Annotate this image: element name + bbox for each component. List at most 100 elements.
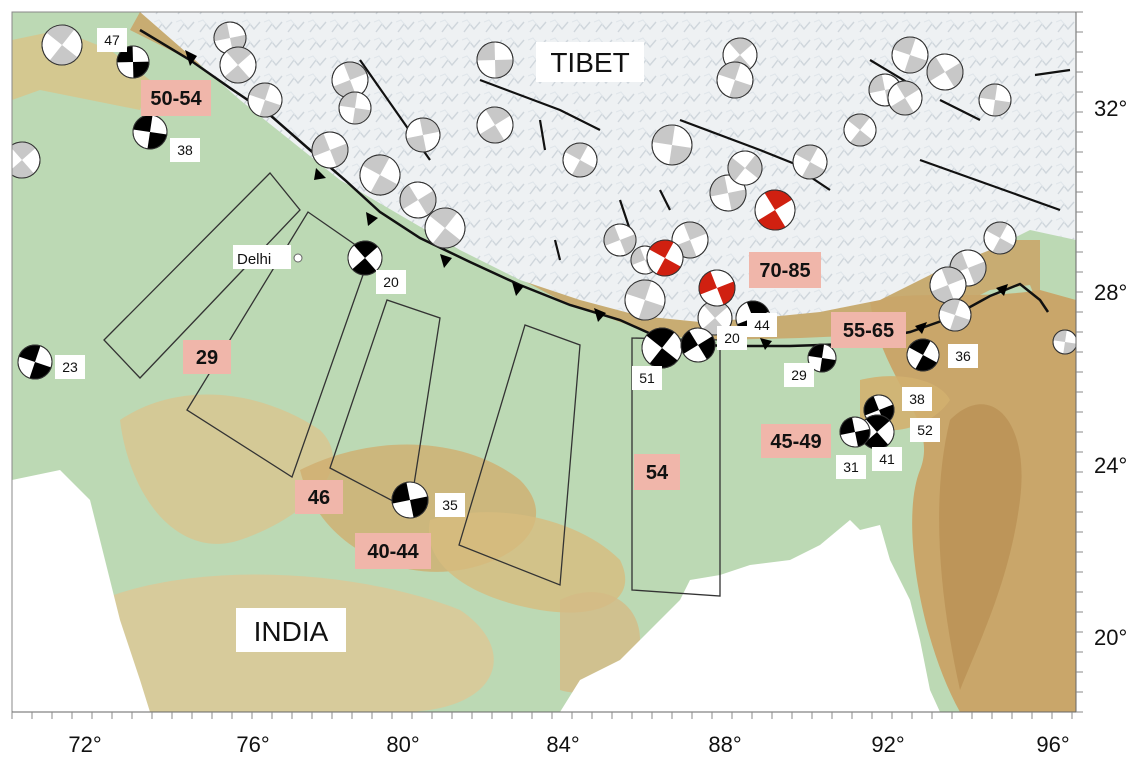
latitude-tick-label: 20° — [1094, 625, 1127, 650]
focal-mechanism-icon — [399, 181, 437, 219]
depth-label-box — [872, 447, 902, 471]
longitude-tick-label: 72° — [68, 732, 101, 757]
focal-mechanism-icon — [727, 150, 763, 186]
depth-label-box — [902, 387, 932, 411]
focal-mechanism-icon — [132, 114, 168, 150]
depth-label: 51 — [639, 370, 655, 386]
longitude-axis: 72°76°80°84°88°92°96° — [11, 711, 1076, 757]
focal-mechanism-icon — [926, 53, 964, 91]
focal-mechanism-icon — [709, 174, 747, 212]
focal-mechanism-icon — [603, 223, 637, 257]
focal-mechanism-icon — [12, 141, 41, 179]
depth-label-box — [97, 28, 127, 52]
latitude-axis: 32° 28° 24° 20° — [1075, 11, 1127, 713]
depth-label-box — [55, 355, 85, 379]
focal-mechanism-icon — [716, 61, 754, 99]
thrust-triangle-icon — [185, 50, 1008, 350]
depth-label: 41 — [879, 451, 895, 467]
zone-label: 45-49 — [770, 431, 821, 453]
focal-mechanism-icon — [116, 45, 150, 79]
depth-label-box — [747, 313, 777, 337]
focal-mechanism-icon — [219, 46, 257, 84]
focal-mechanism-icon — [359, 154, 401, 196]
focal-mechanism-icon — [476, 106, 514, 144]
depth-label-box — [836, 455, 866, 479]
focal-mechanism-icon — [906, 338, 940, 372]
longitude-tick-label: 76° — [236, 732, 269, 757]
zone-label-box — [749, 252, 821, 288]
focal-mechanism-icon — [405, 117, 441, 153]
depth-label-box — [435, 493, 465, 517]
zone-label: 50-54 — [150, 88, 202, 110]
focal-mechanism-icon — [698, 269, 736, 307]
zone-label-box — [355, 533, 431, 569]
zone-label-box — [761, 424, 831, 458]
zone-label-box — [141, 80, 211, 116]
latitude-tick-label: 28° — [1094, 280, 1127, 305]
zone-label-box — [183, 340, 231, 374]
latitude-tick-label: 24° — [1094, 453, 1127, 478]
focal-mechanism-icon — [247, 82, 283, 118]
depth-label: 20 — [724, 330, 740, 346]
depth-label-box — [910, 418, 940, 442]
focal-mechanism-icon — [213, 21, 247, 55]
focal-mechanism-icon — [891, 36, 929, 74]
focal-mechanism-icon — [651, 124, 693, 166]
longitude-tick-label: 96° — [1036, 732, 1069, 757]
label-delhi: Delhi — [237, 251, 271, 268]
region-labels: TIBET INDIA Delhi — [236, 42, 644, 652]
focal-mechanism-icon — [338, 91, 372, 125]
depth-label: 44 — [754, 317, 770, 333]
focal-mechanism-icon — [641, 327, 683, 369]
focal-mechanism-icon — [792, 144, 828, 180]
label-tibet: TIBET — [550, 47, 629, 78]
zone-label-box — [634, 454, 680, 490]
map-area — [12, 12, 1076, 712]
latitude-tick-label: 32° — [1094, 96, 1127, 121]
focal-mechanism-icon — [807, 343, 837, 373]
focal-mechanism-icon — [938, 298, 972, 332]
zone-label-box — [831, 312, 906, 348]
focal-mechanism-icon — [41, 24, 83, 66]
depth-label: 35 — [442, 497, 458, 513]
zone-label: 29 — [196, 347, 218, 369]
depth-label-box — [170, 138, 200, 162]
focal-mechanism-icon — [646, 239, 684, 277]
focal-mechanism-icon — [680, 327, 716, 363]
arabian-sea — [12, 470, 150, 712]
grey-focal-mechanisms — [12, 21, 1076, 355]
longitude-tick-label: 80° — [386, 732, 419, 757]
focal-mechanism-icon — [624, 279, 666, 321]
tibetan-plateau — [140, 12, 1076, 322]
focal-mechanism-icon — [391, 481, 429, 519]
depth-label: 31 — [843, 459, 859, 475]
focal-mechanism-icon — [311, 131, 349, 169]
focal-mechanism-icon — [17, 344, 53, 380]
zone-label: 46 — [308, 487, 330, 509]
bay-of-bengal — [560, 520, 940, 712]
depth-label-box — [632, 366, 662, 390]
longitude-tick-label: 88° — [708, 732, 741, 757]
focal-mechanism-icon — [562, 142, 598, 178]
focal-mechanism-icon — [347, 240, 383, 276]
focal-mechanism-icon — [929, 266, 967, 304]
red-focal-mechanisms — [646, 189, 796, 307]
focal-mechanism-icon — [1052, 329, 1076, 355]
depth-label: 38 — [909, 391, 925, 407]
focal-mechanism-icon — [843, 113, 877, 147]
focal-mechanism-icon — [476, 41, 514, 79]
focal-mechanism-icon — [887, 80, 923, 116]
depth-label-box — [717, 326, 747, 350]
zone-label-box — [295, 480, 343, 514]
depth-label-box — [784, 363, 814, 387]
study-swaths — [103, 172, 721, 597]
depth-label-box — [376, 270, 406, 294]
zone-label: 55-65 — [843, 320, 894, 342]
focal-mechanism-icon — [754, 189, 796, 231]
city-marker-icon — [233, 245, 303, 269]
depth-label: 23 — [62, 359, 78, 375]
depth-label: 36 — [955, 348, 971, 364]
focal-mechanism-icon — [983, 221, 1017, 255]
